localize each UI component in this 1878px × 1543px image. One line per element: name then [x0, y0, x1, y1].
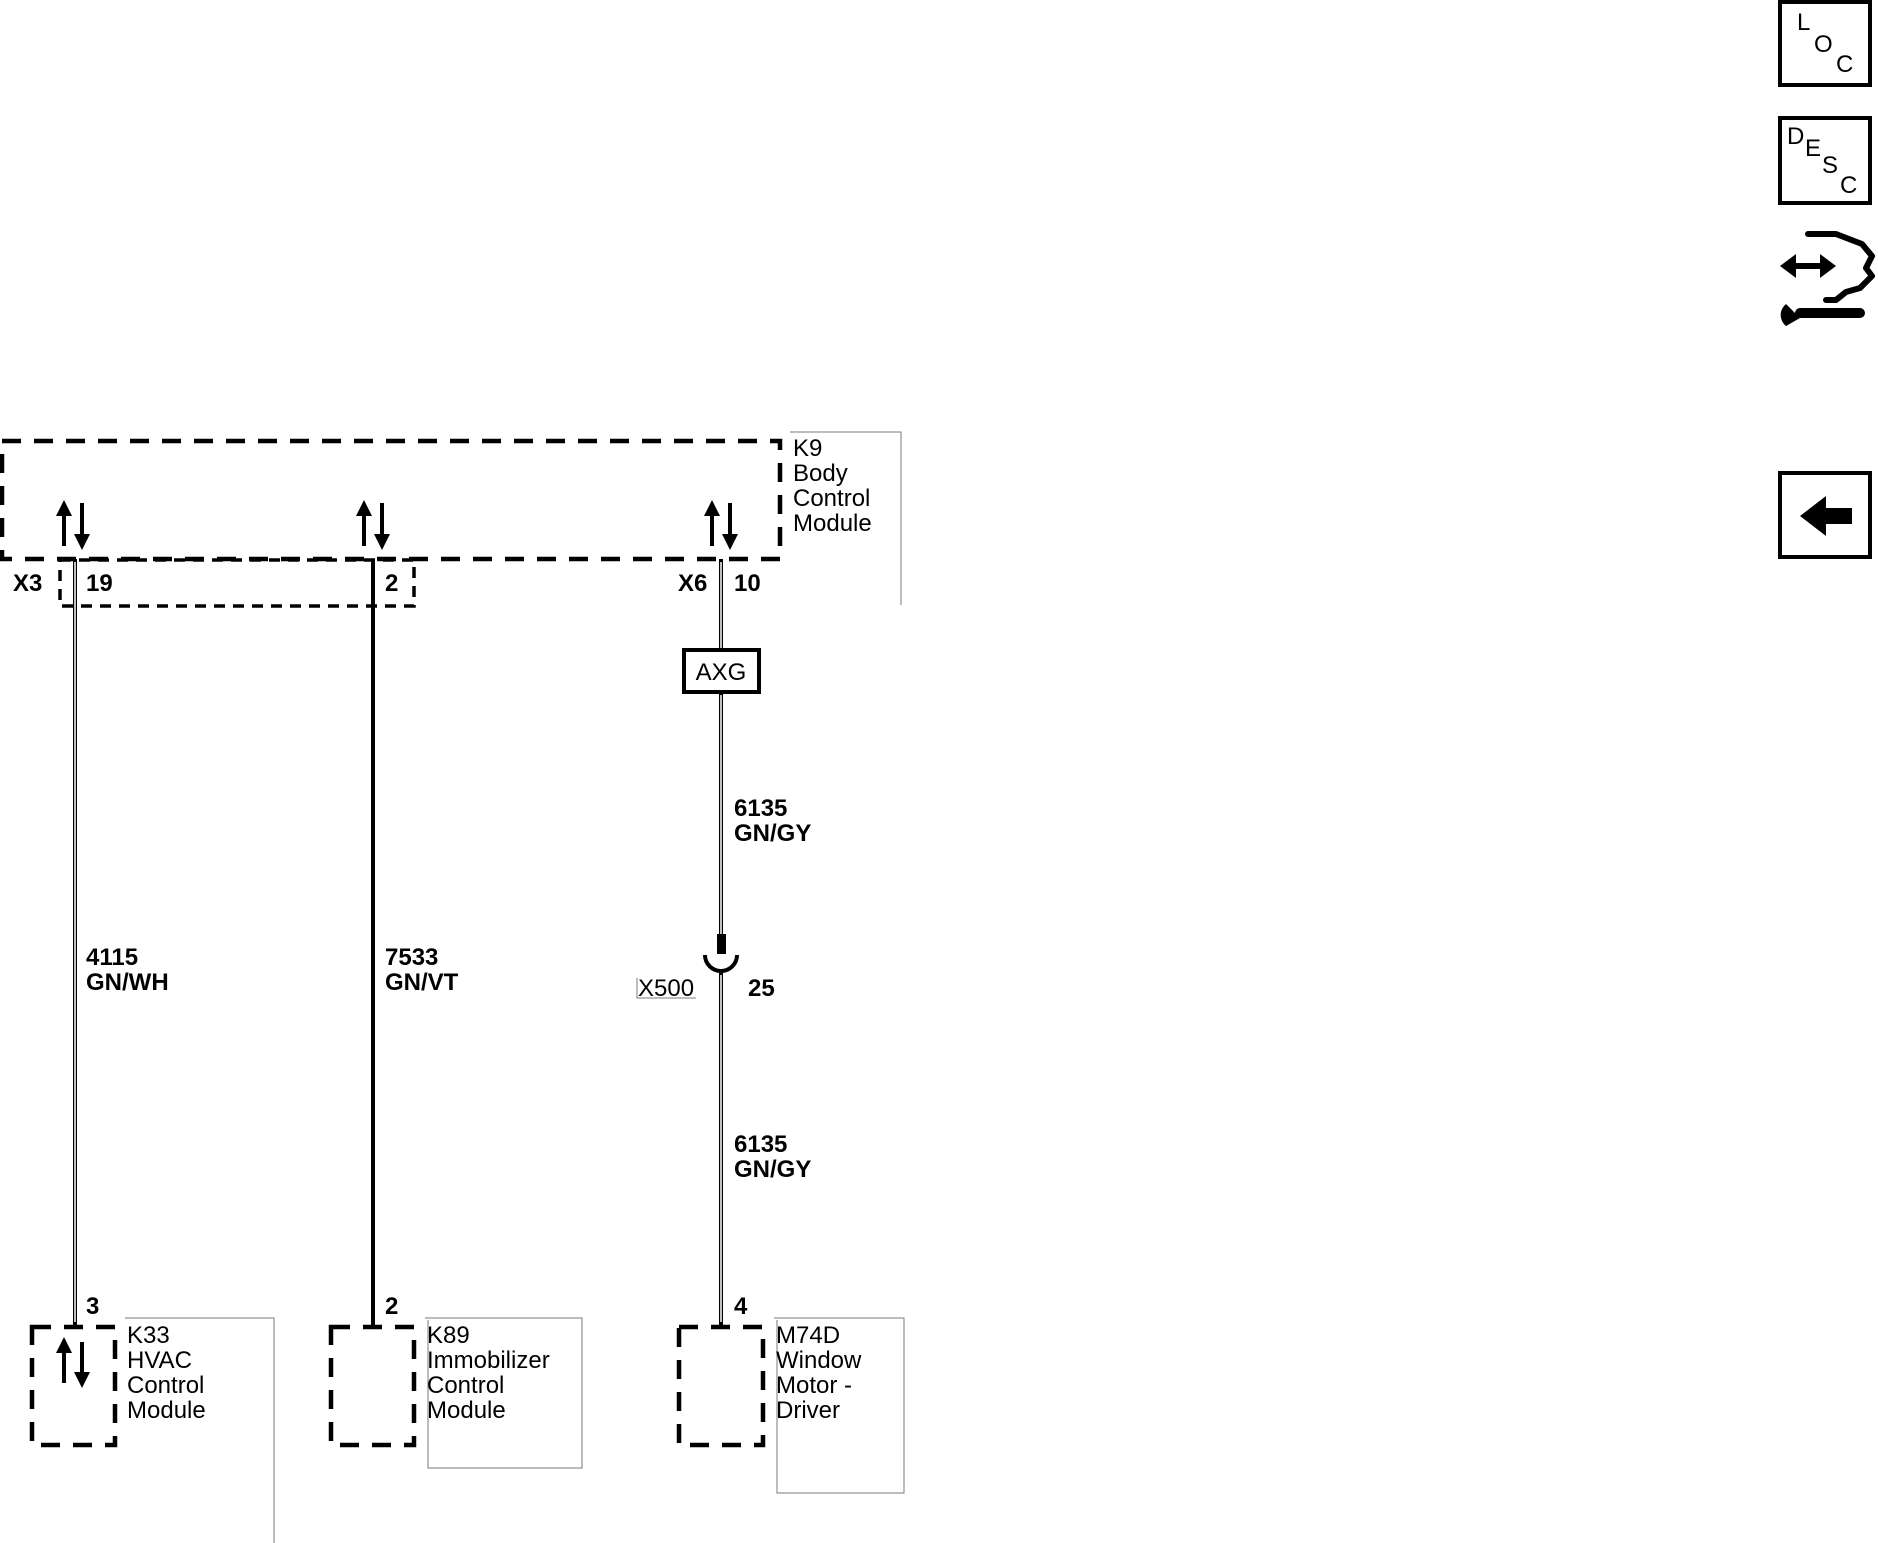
bidirectional-arrow-icon: [356, 500, 390, 550]
bcm-pin: 2: [385, 570, 398, 597]
k89-label-leader: [425, 1317, 583, 1469]
m74d-box: [676, 1324, 766, 1448]
wire-number: 7533: [385, 944, 438, 971]
circuit-4115: 19 4115 GN/WH 3: [73, 559, 169, 1326]
bcm-box: [0, 438, 783, 562]
module-name-line-1: Immobilizer: [427, 1347, 550, 1374]
module-id: M74D: [776, 1322, 840, 1349]
inline-connector-pin: 25: [748, 975, 775, 1002]
module-k33: K33 HVAC Control Module: [29, 1317, 275, 1543]
inline-connector: X500 25: [636, 934, 775, 1002]
module-k89: K89 Immobilizer Control Module: [328, 1317, 583, 1469]
module-id: K33: [127, 1322, 170, 1349]
bidirectional-arrow-icon: [56, 1337, 90, 1388]
target-pin: 4: [734, 1293, 748, 1320]
bcm-label-leader: [790, 431, 902, 605]
module-name-line-3: Module: [427, 1397, 506, 1424]
desc-button[interactable]: D E S C: [1778, 116, 1872, 205]
hand-wrench-icon[interactable]: [1780, 231, 1875, 326]
back-button[interactable]: [1778, 471, 1872, 559]
m74d-label-leader: [774, 1317, 905, 1494]
bcm-x3-connector-box: [58, 558, 416, 608]
target-pin: 2: [385, 1293, 398, 1320]
svg-text:AXG: AXG: [696, 659, 747, 686]
bcm-connector-x6: X6: [678, 570, 707, 597]
bcm-pin: 19: [86, 570, 113, 597]
bcm-name-line-3: Module: [793, 510, 872, 537]
circuit-6135: 10 AXG 6135 GN/GY X500 25 6135 GN/GY 4: [636, 559, 811, 1326]
bcm-name-line-2: Control: [793, 485, 870, 512]
wire-number: 6135: [734, 795, 787, 822]
bcm-module: K9 Body Control Module X3 X6: [0, 431, 902, 608]
svg-text:C: C: [1840, 172, 1857, 199]
wire-number: 4115: [86, 944, 138, 971]
svg-text:L: L: [1797, 9, 1810, 36]
wire-number-lower: 6135: [734, 1131, 787, 1158]
k33-box: [29, 1324, 118, 1448]
svg-text:O: O: [1814, 31, 1833, 58]
target-pin: 3: [86, 1293, 99, 1320]
module-name-line-1: Window: [776, 1347, 862, 1374]
module-name-line-2: Control: [427, 1372, 504, 1399]
loc-button[interactable]: L O C: [1778, 0, 1872, 87]
module-name-line-2: Motor -: [776, 1372, 852, 1399]
module-name-line-3: Module: [127, 1397, 206, 1424]
arrow-left-icon: [1800, 496, 1852, 536]
svg-text:S: S: [1822, 152, 1838, 179]
wire-color: GN/GY: [734, 820, 811, 847]
bidirectional-arrow-icon: [56, 500, 90, 550]
module-m74d: M74D Window Motor - Driver: [676, 1317, 905, 1494]
bcm-connector-x3: X3: [13, 570, 42, 597]
bcm-name-line-1: Body: [793, 460, 848, 487]
k89-box: [328, 1324, 417, 1448]
wire-color-lower: GN/GY: [734, 1156, 811, 1183]
bcm-pin: 10: [734, 570, 761, 597]
wire-color: GN/VT: [385, 969, 459, 996]
svg-text:C: C: [1836, 51, 1853, 78]
wire-color: GN/WH: [86, 969, 169, 996]
svg-text:D: D: [1787, 123, 1804, 150]
module-name-line-1: HVAC: [127, 1347, 192, 1374]
module-name-line-3: Driver: [776, 1397, 840, 1424]
circuit-7533: 2 7533 GN/VT 2: [371, 559, 459, 1326]
bcm-id: K9: [793, 435, 822, 462]
svg-text:E: E: [1805, 135, 1821, 162]
module-id: K89: [427, 1322, 470, 1349]
module-name-line-2: Control: [127, 1372, 204, 1399]
bidirectional-arrow-icon: [704, 500, 738, 550]
k33-label-leader: [125, 1317, 275, 1543]
option-code-box: AXG: [682, 648, 761, 694]
